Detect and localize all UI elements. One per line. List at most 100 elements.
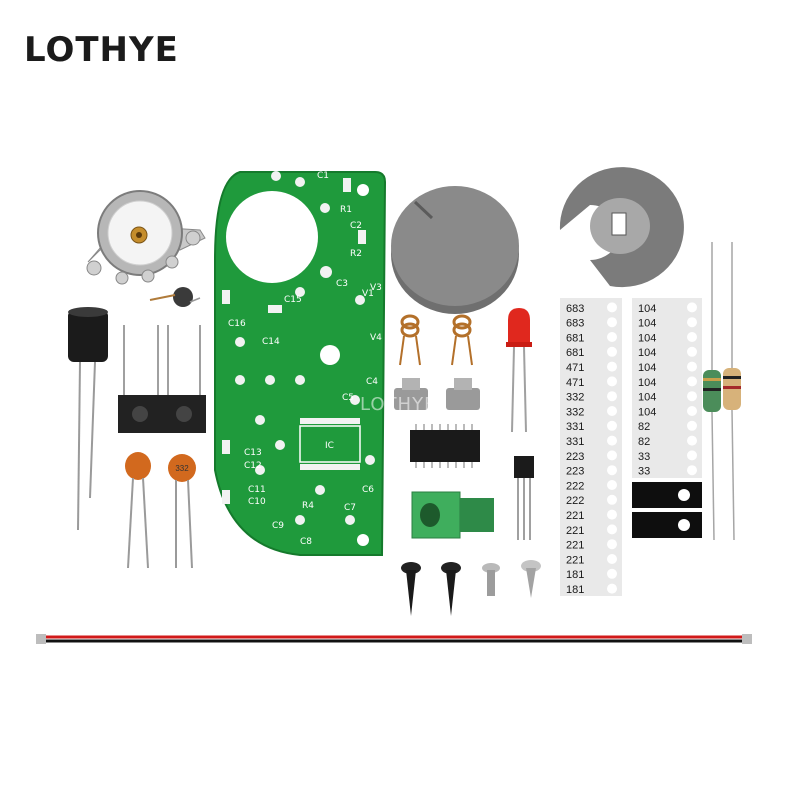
pcb-label-c11: C11 <box>248 485 266 495</box>
pcb-label-c16: C16 <box>228 319 246 329</box>
tape-left-row: 181 <box>566 583 617 596</box>
tape-right-value: 82 <box>638 421 650 433</box>
tape-right-row: 104 <box>638 361 697 374</box>
tape-right-value: 104 <box>638 318 656 330</box>
tape-right-hole <box>687 376 697 387</box>
tape-left-hole <box>607 509 617 520</box>
tape-left-hole <box>607 554 617 564</box>
gray-component-left <box>394 378 428 410</box>
pcb-label-c3: C3 <box>336 279 348 289</box>
pcb-label-c9: C9 <box>272 521 284 531</box>
tape-left-row: 683 <box>566 317 617 330</box>
tape-right-row: 104 <box>638 332 697 344</box>
silver-screw-2 <box>521 560 541 598</box>
tape-right-hole <box>687 420 697 431</box>
ceramic-capacitor-2: 332 <box>168 454 196 569</box>
tape-right-row: 104 <box>638 406 697 418</box>
tape-left-value: 222 <box>566 495 584 507</box>
tape-right-row: 104 <box>638 317 697 330</box>
pcb-label-c6: C6 <box>362 485 374 495</box>
tape-right-value: 104 <box>638 332 656 344</box>
pcb-label-c13: C13 <box>244 448 262 458</box>
pcb-label-c12: C12 <box>244 461 262 471</box>
tape-left-row: 221 <box>566 539 617 552</box>
tape-left-row: 221 <box>566 554 617 566</box>
inductor <box>68 307 108 531</box>
tape-left-row: 332 <box>566 391 617 404</box>
tape-left-hole <box>607 346 617 357</box>
tape-left-hole <box>607 420 617 431</box>
tape-left-row: 222 <box>566 480 617 492</box>
tape-right-row: 104 <box>638 346 697 359</box>
tape-left-row: 221 <box>566 524 617 537</box>
tape-left-value: 471 <box>566 377 584 389</box>
tape-right-hole <box>687 317 697 328</box>
tape-left-value: 331 <box>566 436 584 448</box>
tape-left-row: 181 <box>566 568 617 581</box>
pcb-label-v4: V4 <box>370 333 382 343</box>
tape-left-value: 223 <box>566 466 584 478</box>
loose-resistor-beige <box>723 242 741 541</box>
tape-right-hole <box>687 465 697 476</box>
tape-left-row: 683 <box>566 302 617 315</box>
copper-coil-left <box>399 314 421 366</box>
black-screw-1 <box>401 562 421 616</box>
tape-left-row: 223 <box>566 450 617 463</box>
pcb-label-c10: C10 <box>248 497 266 507</box>
tape-left-value: 221 <box>566 554 584 566</box>
tape-right-row: 104 <box>638 376 697 389</box>
pcb-label-c7: C7 <box>344 503 356 513</box>
tape-left-value: 681 <box>566 347 584 359</box>
tape-left-hole <box>607 391 617 402</box>
tape-left-hole <box>607 361 617 372</box>
ic-chip <box>410 424 480 468</box>
tape-right-hole <box>687 302 697 313</box>
tape-left-row: 332 <box>566 406 617 418</box>
tape-left-row: 681 <box>566 346 617 359</box>
tape-right-value: 104 <box>638 377 656 389</box>
pcb-label-ic: IC <box>325 441 334 451</box>
tape-right-value: 104 <box>638 406 656 418</box>
tape-left-hole <box>607 435 617 446</box>
small-trimmer <box>149 287 201 307</box>
tape-left-row: 331 <box>566 420 617 433</box>
pcb-label-c15: C15 <box>284 295 302 305</box>
tape-left-value: 681 <box>566 332 584 344</box>
tape-left-value: 683 <box>566 318 584 330</box>
pcb-label-c1: C1 <box>317 171 329 181</box>
pcb-label-c4: C4 <box>366 377 378 387</box>
tape-left-value: 221 <box>566 540 584 552</box>
pcb-label-v3: V3 <box>370 283 382 293</box>
red-black-wire <box>36 634 752 644</box>
tape-right-value: 104 <box>638 303 656 315</box>
pcb-label-c8: C8 <box>300 537 312 547</box>
tape-right-row: 33 <box>638 450 697 463</box>
tape-left-row: 331 <box>566 435 617 448</box>
tape-left-value: 181 <box>566 584 584 596</box>
tape-left-row: 471 <box>566 361 617 374</box>
tape-left-hole <box>607 406 617 416</box>
ceramic-capacitor-1 <box>125 452 151 569</box>
tape-right-hole <box>687 406 697 416</box>
tape-left-hole <box>607 494 617 505</box>
black-tape-blocks <box>632 482 702 538</box>
tape-right-row: 104 <box>638 391 697 404</box>
gray-component-right <box>446 378 480 410</box>
tape-left-value: 683 <box>566 303 584 315</box>
tape-left-value: 222 <box>566 480 584 492</box>
tape-left-hole <box>607 302 617 313</box>
tape-left-row: 223 <box>566 465 617 478</box>
pcb-label-c14: C14 <box>262 337 280 347</box>
tape-left-hole <box>607 332 617 342</box>
tape-left-row: 471 <box>566 376 617 389</box>
tape-left-hole <box>607 450 617 461</box>
pcb-label-r2: R2 <box>350 249 362 259</box>
tactile-switch-right <box>162 325 206 433</box>
headphone-jack <box>411 491 494 539</box>
tape-left-value: 221 <box>566 510 584 522</box>
tape-right-hole <box>687 346 697 357</box>
tape-right-value: 33 <box>638 451 650 463</box>
tape-left-hole <box>607 524 617 535</box>
copper-coil-right <box>451 314 473 366</box>
